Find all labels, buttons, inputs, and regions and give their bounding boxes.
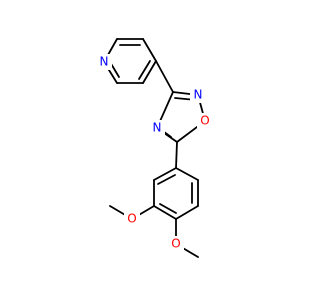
- bond-pyridine-c3-c4-inner: [138, 60, 151, 80]
- meta-methoxy-oxygen-label: O: [124, 211, 140, 227]
- bond-oxadiazole-benzene: [175, 141, 178, 169]
- atom-labels: N N O N O O: [96, 54, 213, 252]
- bond-benzene-c6-c1: [175, 167, 199, 181]
- pyridine-nitrogen-text: N: [100, 55, 109, 69]
- para-methoxy-oxygen-label: O: [168, 236, 184, 252]
- structure-canvas: N N O N O O: [96, 38, 213, 258]
- bond-benzene-c1-c2-inner: [157, 174, 176, 185]
- bond-pyridine-c2-c3: [142, 38, 157, 62]
- oxadiazole-left-nitrogen-label: N: [149, 120, 165, 136]
- pyridine-nitrogen-label: N: [96, 54, 112, 70]
- oxadiazole-left-nitrogen-text: N: [153, 121, 162, 135]
- oxadiazole-top-nitrogen-text: N: [194, 88, 203, 102]
- bond-pyridine-oxadiazole: [155, 60, 174, 93]
- bond-pyridine-c3-c4: [142, 60, 157, 84]
- oxadiazole-oxygen-text: O: [200, 114, 209, 128]
- oxadiazole-oxygen-label: O: [197, 113, 213, 129]
- bond-benzene-c3-c4: [153, 205, 177, 220]
- bonds: [103, 38, 206, 258]
- bond-benzene-c1-c2: [153, 167, 177, 181]
- meta-methoxy-oxygen-text: O: [127, 212, 136, 226]
- molecule-structure: N N O N O O: [96, 38, 213, 258]
- oxadiazole-top-nitrogen-label: N: [190, 87, 206, 103]
- bond-benzene-c3-c4-inner: [159, 203, 177, 214]
- bond-benzene-c4-c5: [175, 205, 199, 220]
- para-methoxy-oxygen-text: O: [171, 237, 180, 251]
